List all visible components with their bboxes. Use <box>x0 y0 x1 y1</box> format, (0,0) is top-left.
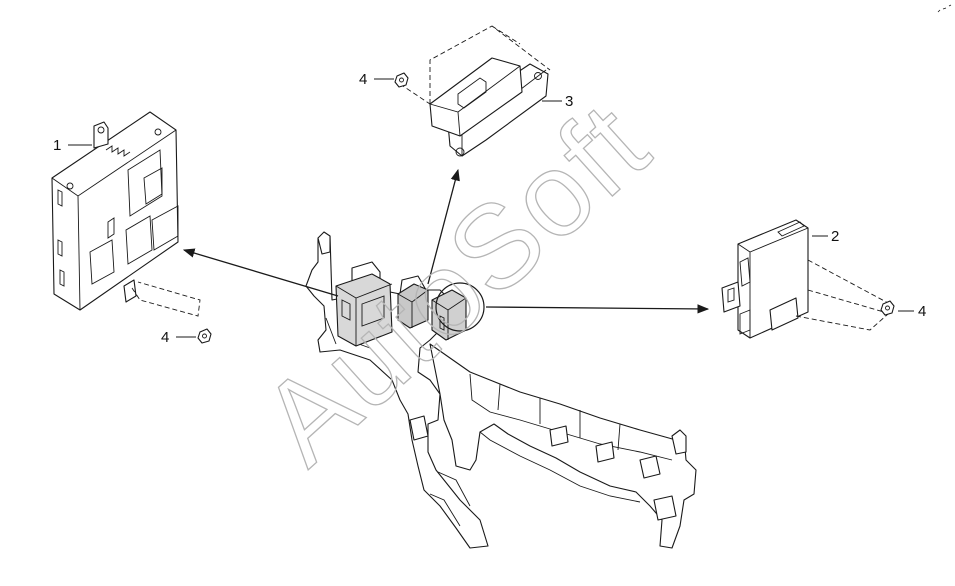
arrow-to-part-2 <box>485 304 710 314</box>
nut-fastener-left <box>197 328 212 344</box>
installed-modules-cluster <box>335 273 485 347</box>
corner-mark <box>937 4 952 13</box>
callout-4-top: 4 <box>359 71 367 88</box>
nut-fastener-top <box>394 72 409 88</box>
bracket-module <box>399 25 551 157</box>
callout-1: 1 <box>53 137 61 154</box>
callout-2: 2 <box>831 228 839 245</box>
callout-labels: 1 2 3 4 4 4 <box>53 71 926 346</box>
removal-arrows <box>182 168 710 314</box>
gateway-module <box>721 219 891 339</box>
callout-4-right: 4 <box>918 303 926 320</box>
nut-fastener-right <box>880 300 895 316</box>
body-control-module <box>51 111 201 317</box>
callout-3: 3 <box>565 93 573 110</box>
arrow-to-part-1 <box>182 248 339 297</box>
arrow-to-part-3 <box>427 168 460 285</box>
callout-4-left: 4 <box>161 329 169 346</box>
callout-leaders <box>68 78 914 338</box>
